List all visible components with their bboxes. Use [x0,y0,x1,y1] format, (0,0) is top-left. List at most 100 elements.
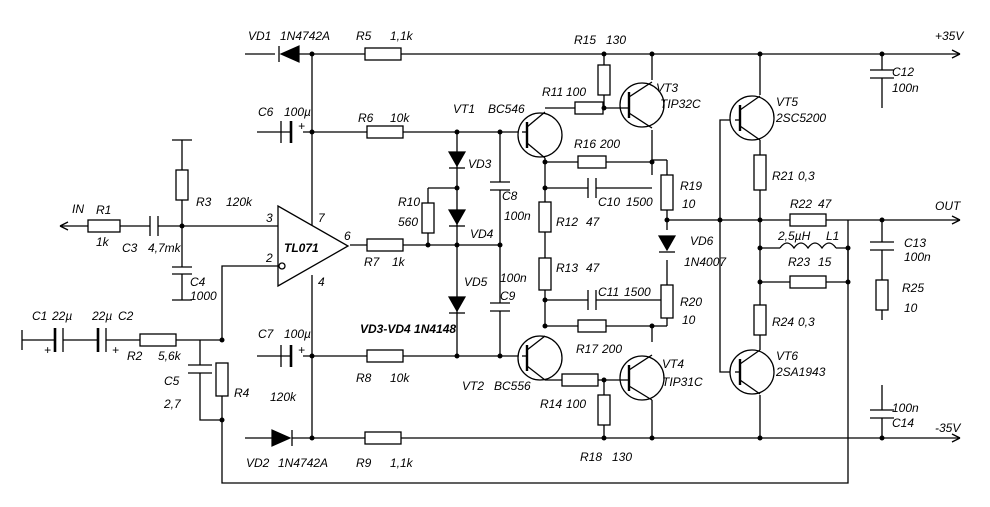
c7-plus: + [298,343,305,357]
vt3-type: TIP32C [660,97,701,111]
c5-label: C5 [164,374,180,388]
r17-label: R17 [576,342,599,356]
vd3-diode [447,151,467,168]
opamp-pin3: 3 [266,211,273,225]
vt1-label: VT1 [453,102,475,116]
r9-resistor [364,431,402,445]
r21-resistor [753,154,767,191]
vd1-type: 1N4742A [280,29,330,43]
c11-label: C11 [598,285,619,299]
r6-label: R6 [358,111,374,125]
c13-value: 100n [904,250,931,264]
r25-label: R25 [902,281,924,295]
c3-capacitor [149,216,159,236]
r14-label: R14 [540,397,562,411]
r18-label: R18 [580,450,602,464]
c4-capacitor [172,266,192,275]
r16-resistor [577,155,607,169]
r15-resistor [597,64,611,96]
neg-rail-label: -35V [935,421,961,435]
c12-label: C12 [892,65,914,79]
c10-capacitor [587,178,597,198]
r25-resistor [875,279,889,311]
c9-value: 100n [500,271,527,285]
opamp [277,204,350,288]
r5-value: 1,1k [390,29,414,43]
r21-label: R21 [772,169,794,183]
c1-value: 22µ [51,309,72,323]
r5-label: R5 [356,29,372,43]
r13-label: R13 [556,261,578,275]
c8-value: 100n [504,209,531,223]
vd5-diode [447,296,467,313]
vt2-label: VT2 [462,379,484,393]
r14-resistor [561,373,599,387]
r8-label: R8 [356,371,372,385]
junction-dots [179,51,885,441]
c6-plus: + [298,119,305,133]
input-label: IN [72,202,84,216]
r24-label: R24 [772,315,794,329]
c10-value: 1500 [626,195,653,209]
r12-label: R12 [556,215,578,229]
vd2-type: 1N4742A [278,456,328,470]
r8-value: 10k [390,371,410,385]
c1-plus: + [44,343,51,357]
c11-capacitor [587,290,597,310]
c14-value: 100n [892,401,919,415]
c3-value: 4,7mk [148,241,182,255]
c3-label: C3 [122,241,138,255]
r7-value: 1k [392,255,406,269]
vd3-label: VD3 [468,157,492,171]
vt4-label: VT4 [662,357,684,371]
r10-value: 560 [398,215,418,229]
output-label: OUT [935,199,962,213]
vd1-diode [278,45,300,63]
c8-capacitor [490,181,510,191]
c14-label: C14 [892,416,914,430]
vt5-type: 2SC5200 [775,111,826,125]
l1-label: L1 [826,229,839,243]
r22-resistor [789,213,827,227]
r4-label: R4 [234,386,250,400]
r12-value: 47 [586,215,601,229]
c6-value: 100µ [284,105,311,119]
r16-label: R16 [574,137,596,151]
r24-value: 0,3 [798,315,815,329]
c2-plus: + [112,343,119,357]
output-arrow [951,215,961,225]
opamp-pin6: 6 [344,229,351,243]
opamp-pin2: 2 [265,251,273,265]
r19-resistor [660,174,674,211]
r2-label: R2 [127,349,143,363]
c5-value: 2,7 [163,397,182,411]
r11-value: 100 [566,85,586,99]
c7-label: C7 [258,327,275,341]
vt6-label: VT6 [776,349,798,363]
c1-label: C1 [32,309,47,323]
r20-label: R20 [680,295,702,309]
l1-value: 2,5µH [777,229,811,243]
c2-label: C2 [118,309,134,323]
input-arrow [59,221,69,231]
vt1-transistor [517,111,563,159]
l1-inductor [779,242,837,250]
opamp-pin4: 4 [318,275,325,289]
c13-capacitor [870,241,894,251]
r17-value: 200 [601,342,622,356]
r4-value: 120k [270,390,297,404]
r11-resistor [574,101,604,115]
r20-value: 10 [682,313,696,327]
r2-resistor [139,333,177,347]
c10-label: C10 [598,195,620,209]
r3-label: R3 [196,195,212,209]
vt2-type: BC556 [494,379,531,393]
r15-value: 130 [606,33,626,47]
c9-label: C9 [500,289,516,303]
r19-value: 10 [682,197,696,211]
vt5-transistor [729,95,775,141]
r10-label: R10 [398,195,420,209]
r2-value: 5,6k [158,349,182,363]
pos-rail-arrow [951,49,961,59]
